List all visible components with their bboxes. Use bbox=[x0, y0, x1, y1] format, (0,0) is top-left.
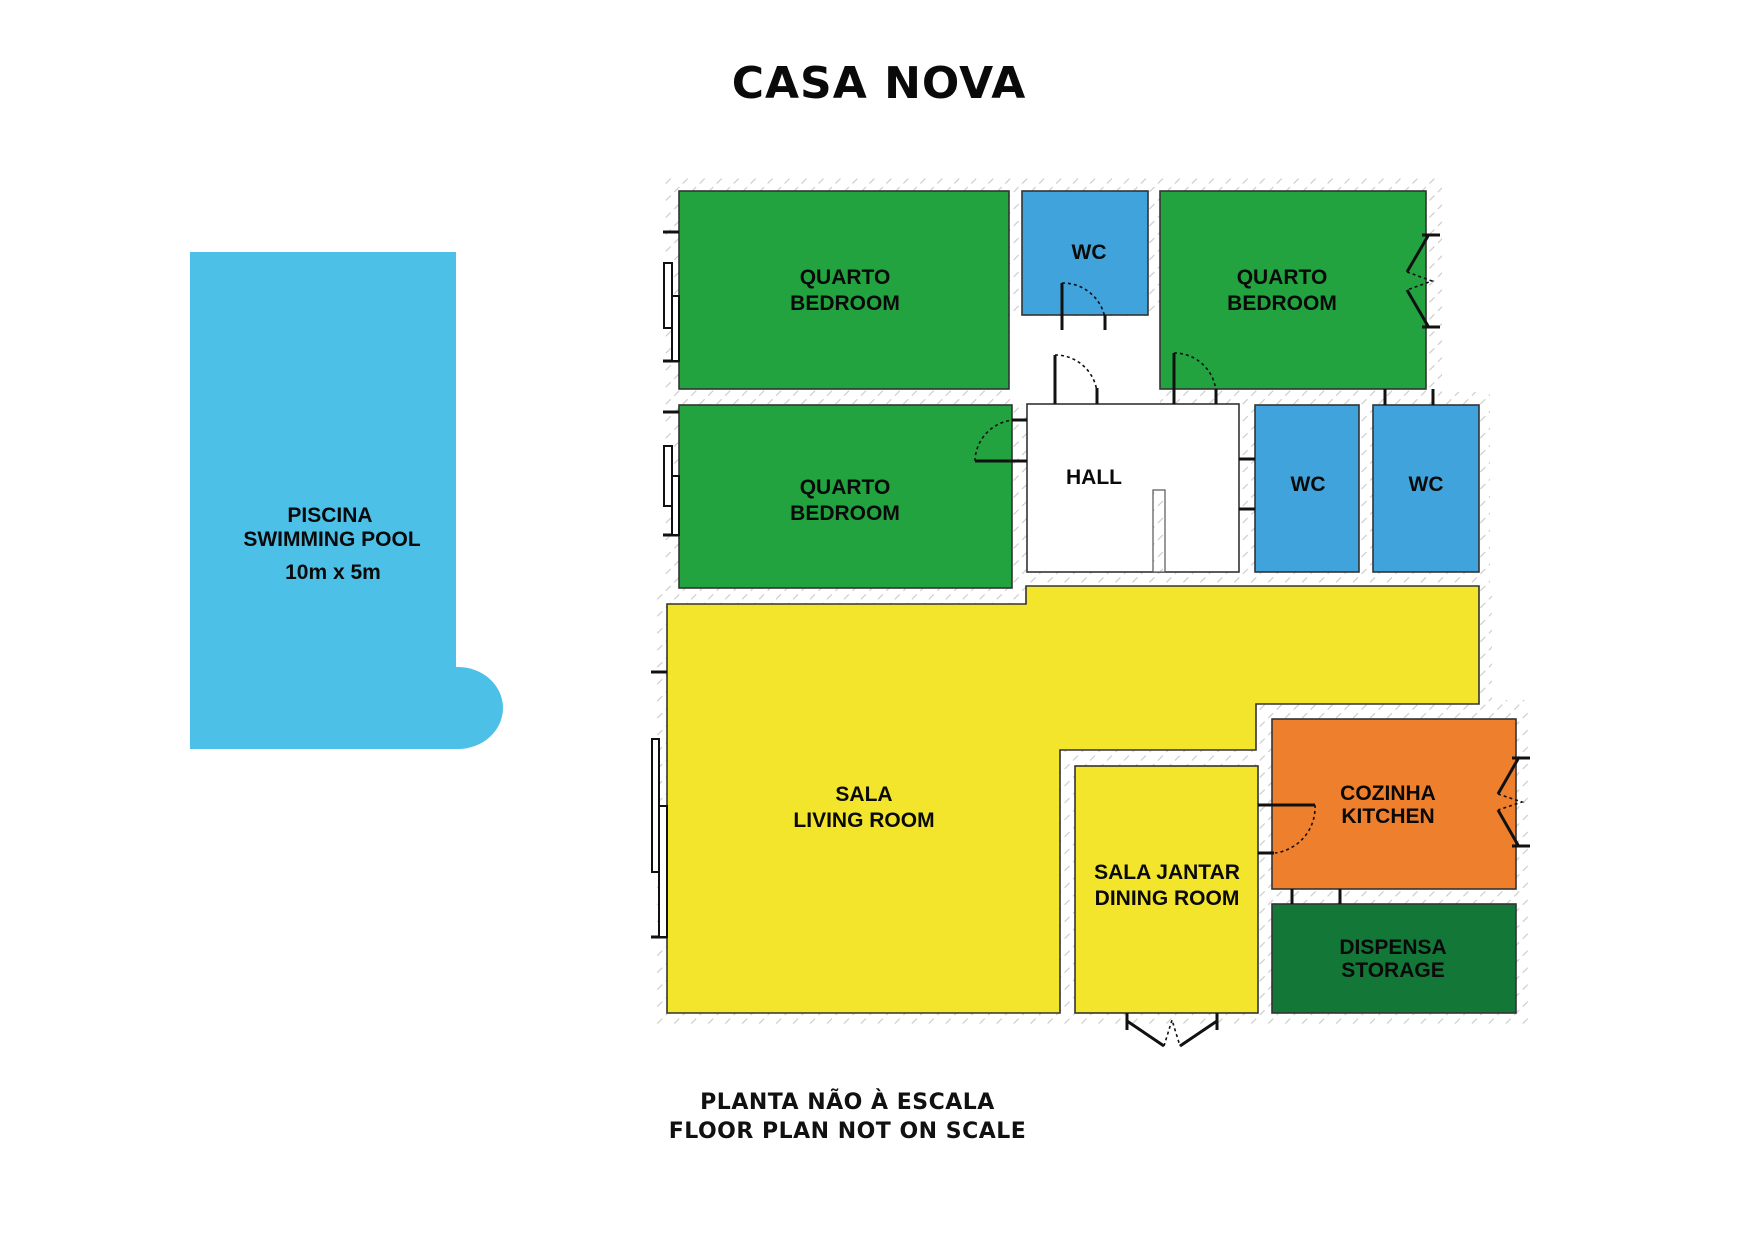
door-wc-middle-2 bbox=[1383, 389, 1435, 405]
room-label: STORAGE bbox=[1341, 959, 1444, 982]
room-label: WC bbox=[1072, 241, 1107, 264]
door-storage bbox=[1290, 889, 1342, 904]
door-kitchen bbox=[1258, 803, 1316, 855]
pool-dimensions: 10m x 5m bbox=[285, 561, 381, 584]
room-wc-top[interactable]: WC bbox=[1021, 190, 1149, 316]
room-bedroom-top-left[interactable]: QUARTO BEDROOM bbox=[678, 190, 1010, 390]
room-label: QUARTO bbox=[800, 476, 891, 499]
room-bedroom-top-right[interactable]: QUARTO BEDROOM bbox=[1159, 190, 1427, 390]
room-wc-middle-1[interactable]: WC bbox=[1254, 404, 1360, 573]
room-label: LIVING ROOM bbox=[793, 809, 934, 832]
footer-note-en: FLOOR PLAN NOT ON SCALE bbox=[668, 1119, 1027, 1144]
room-label: QUARTO bbox=[1237, 266, 1328, 289]
door-wc-top bbox=[1060, 282, 1107, 330]
room-label: BEDROOM bbox=[1227, 292, 1337, 315]
room-label: DINING ROOM bbox=[1095, 887, 1240, 910]
door-hall-top-left bbox=[1053, 354, 1099, 404]
room-hall[interactable]: HALL bbox=[1026, 403, 1240, 573]
room-storage[interactable]: DISPENSA STORAGE bbox=[1271, 903, 1517, 1014]
swimming-pool: PISCINA SWIMMING POOL 10m x 5m bbox=[190, 252, 503, 749]
door-wc-middle-1 bbox=[1239, 457, 1255, 511]
footer-note-pt: PLANTA NÃO À ESCALA bbox=[700, 1090, 995, 1115]
door-kitchen-exterior bbox=[1496, 756, 1530, 848]
room-label: DISPENSA bbox=[1339, 936, 1446, 959]
door-bedroom-top-right-balcony bbox=[1405, 233, 1440, 329]
room-label: WC bbox=[1409, 473, 1444, 496]
door-dining-exterior bbox=[1125, 1013, 1219, 1048]
room-label: BEDROOM bbox=[790, 292, 900, 315]
page-title: CASA NOVA bbox=[731, 58, 1027, 109]
door-bedroom-middle-left bbox=[974, 418, 1027, 463]
room-bedroom-middle-left[interactable]: QUARTO BEDROOM bbox=[678, 404, 1013, 589]
room-label: QUARTO bbox=[800, 266, 891, 289]
room-label: HALL bbox=[1066, 466, 1122, 489]
room-label: COZINHA bbox=[1340, 782, 1436, 805]
pool-label-en: SWIMMING POOL bbox=[243, 528, 420, 551]
window-living-room bbox=[651, 670, 668, 939]
room-label: BEDROOM bbox=[790, 502, 900, 525]
room-wc-middle-2[interactable]: WC bbox=[1372, 404, 1480, 573]
room-label: SALA JANTAR bbox=[1094, 861, 1240, 884]
room-living-room[interactable]: SALA LIVING ROOM bbox=[666, 585, 1480, 1014]
window-bedroom-top-left bbox=[663, 230, 680, 363]
room-label: WC bbox=[1291, 473, 1326, 496]
window-bedroom-middle-left bbox=[663, 410, 680, 537]
room-label: SALA bbox=[835, 783, 892, 806]
room-label: KITCHEN bbox=[1341, 805, 1434, 828]
door-bedroom-top-right bbox=[1172, 352, 1218, 404]
room-dining-room[interactable]: SALA JANTAR DINING ROOM bbox=[1074, 765, 1259, 1014]
pool-label-pt: PISCINA bbox=[287, 504, 372, 527]
